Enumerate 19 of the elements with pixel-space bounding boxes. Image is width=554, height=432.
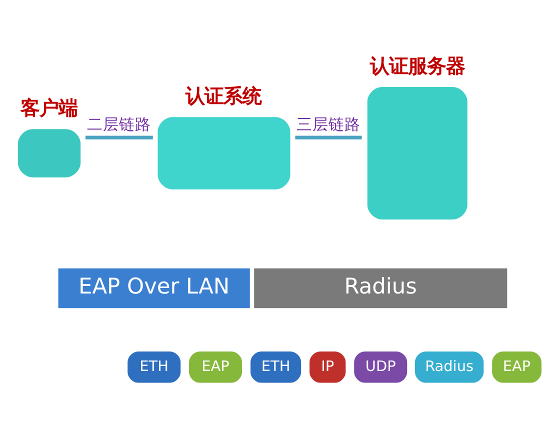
node-box: Radius [414,350,484,382]
node-box: ETH [250,350,302,382]
node-box: EAP Over LAN [58,268,250,308]
connector [295,135,362,139]
node-label: 客户端 [20,96,78,119]
edge-label: 二层链路 [87,114,152,134]
node-box: EAP [189,350,242,382]
node-label: 认证服务器 [370,54,465,77]
node-box: ETH [128,350,181,382]
node-box [367,86,468,219]
node-box: UDP [354,350,408,382]
node-box [158,116,290,189]
node-box [18,128,81,177]
node-box: IP [310,350,346,382]
connector [85,135,153,139]
node-box: EAP [492,350,542,382]
edge-label: 三层链路 [296,114,361,134]
node-label: 认证系统 [185,84,262,107]
node-box: Radius [254,268,508,308]
